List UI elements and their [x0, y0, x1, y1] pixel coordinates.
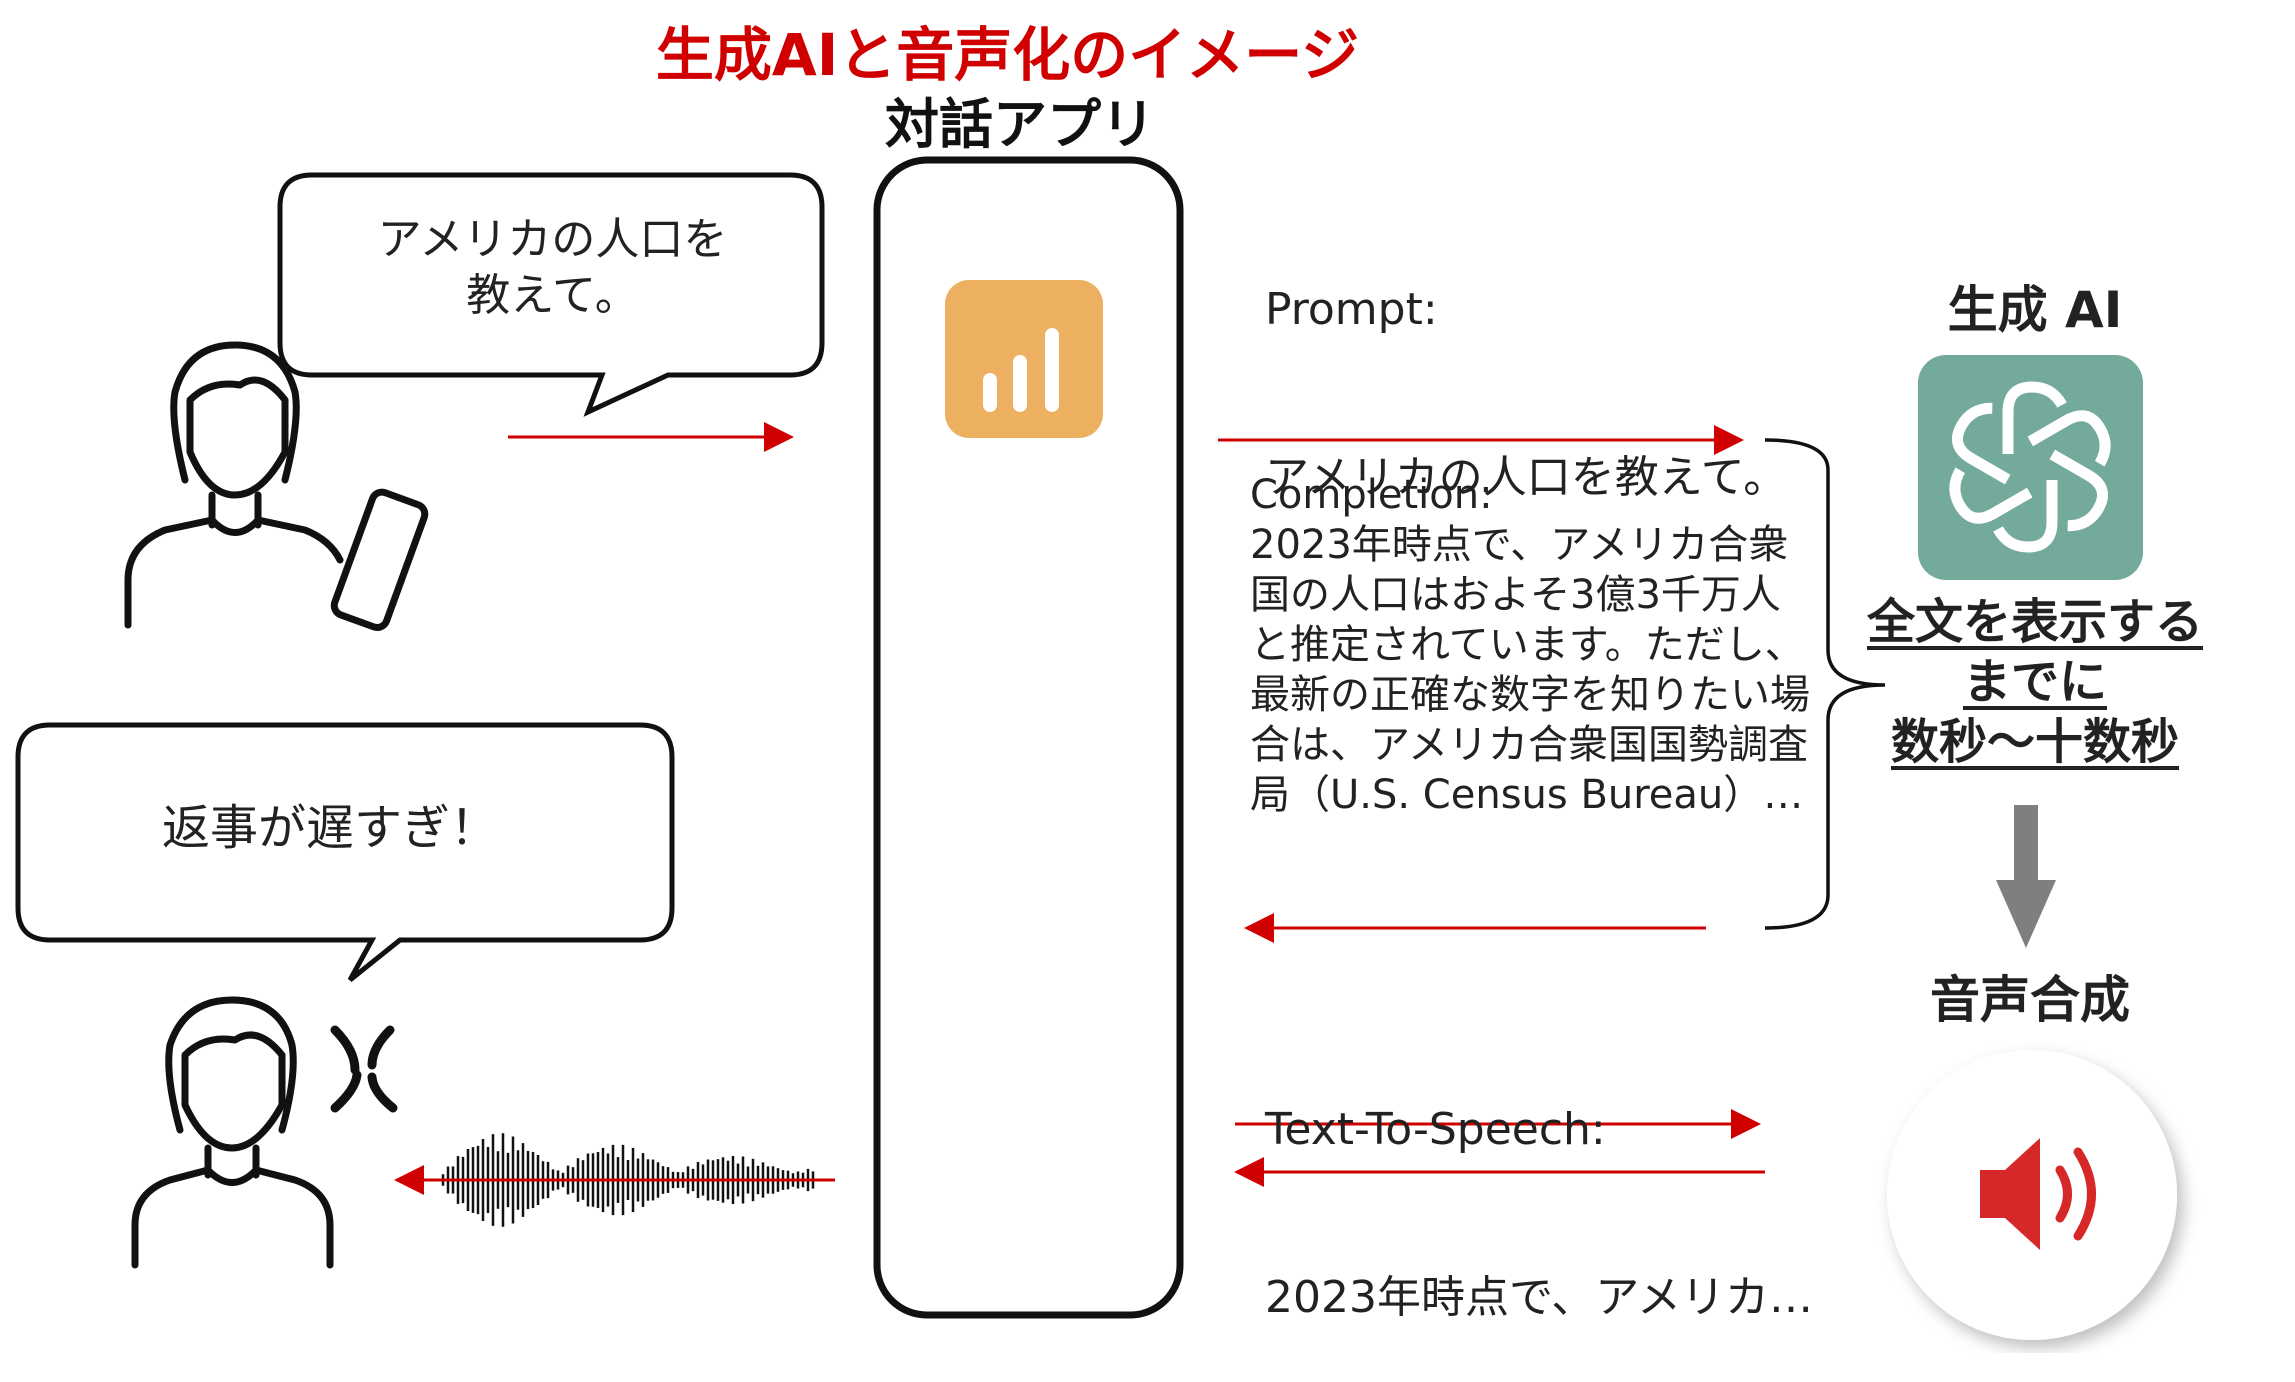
user-bubble-line-1: アメリカの人口を [377, 214, 728, 265]
ai-note-line-3: 数秒～十数秒 [1890, 714, 2179, 770]
speaker-icon [1887, 1050, 2177, 1340]
ai-title: 生成 AI [1947, 281, 2123, 339]
tts-text: 2023年時点で、アメリカ… [1265, 1272, 1814, 1323]
angry-person-icon [131, 996, 334, 1269]
completion-brace [1764, 438, 1886, 930]
user-bubble-text: アメリカの人口を 教えて。 [290, 212, 815, 324]
completion-label: Completion: [1250, 472, 1493, 518]
angry-speech-bubble [15, 722, 675, 982]
openai-logo-icon [1918, 355, 2143, 580]
app-device-frame [873, 156, 1184, 1319]
gray-down-arrow [1996, 805, 2056, 948]
ai-note-line-1: 全文を表示する [1866, 594, 2203, 650]
prompt-text: アメリカの人口を教えて。 [1265, 452, 1788, 503]
app-icon [945, 280, 1103, 438]
anger-mark-icon [330, 1025, 398, 1113]
prompt-label: Prompt: [1265, 284, 1438, 335]
tts-label: Text-To-Speech: [1265, 1104, 1606, 1155]
user-speech-bubble [277, 172, 825, 417]
app-label: 対話アプリ [885, 93, 1155, 156]
user-bubble-line-2: 教えて。 [466, 270, 639, 321]
speech-synthesis-label: 音声合成 [1930, 971, 2130, 1029]
completion-block: Completion: 2023年時点で、アメリカ合衆国の人口はおよそ3億3千万… [1250, 470, 1810, 820]
prompt-block: Prompt: アメリカの人口を教えて。 [1265, 170, 1787, 562]
completion-text: 2023年時点で、アメリカ合衆国の人口はおよそ3億3千万人と推定されています。た… [1250, 522, 1810, 818]
diagram-canvas [15, 156, 2177, 1340]
ai-latency-note: 全文を表示する までに 数秒～十数秒 [1845, 592, 2225, 772]
tts-block: Text-To-Speech: 2023年時点で、アメリカ… [1265, 990, 1813, 1382]
user-person-icon [124, 341, 429, 631]
angry-bubble-text: 返事が遅すぎ！ [161, 800, 498, 856]
diagram-title: 生成AIと音声化のイメージ [655, 21, 1360, 89]
ai-note-line-2: までに [1962, 654, 2107, 710]
